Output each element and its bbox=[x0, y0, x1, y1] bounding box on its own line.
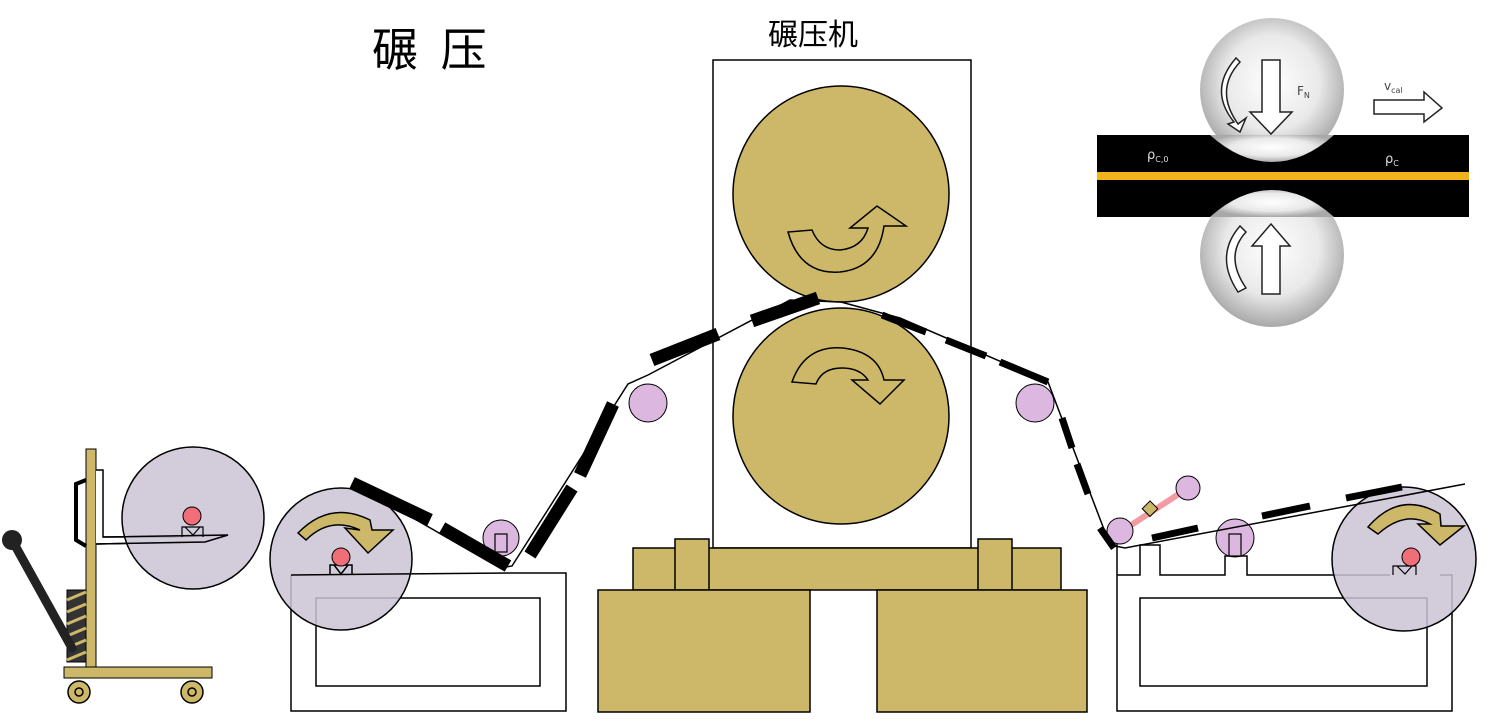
truck-handle-knob bbox=[2, 530, 22, 550]
rewind-rotation-arrow bbox=[1366, 503, 1467, 546]
rewind-table-top bbox=[1117, 544, 1390, 576]
unwind-rotation-arrow bbox=[296, 511, 395, 555]
unwind-station bbox=[269, 487, 567, 712]
machine-post-right bbox=[977, 538, 1013, 591]
inset-lower-roller-cap bbox=[1210, 190, 1334, 217]
inset-force-label: FN bbox=[1297, 84, 1310, 100]
inset-density-out-label: ρC bbox=[1385, 152, 1399, 168]
coating-segment bbox=[349, 477, 433, 526]
coating-segment bbox=[438, 522, 512, 572]
coating-segment bbox=[1097, 525, 1117, 551]
unwind-table-outer bbox=[290, 572, 567, 712]
tension-arm-pivot bbox=[1141, 500, 1159, 518]
truck-wheel-right bbox=[180, 680, 204, 704]
lower-roller-rotation-arrow bbox=[790, 347, 906, 406]
tension-roller-top bbox=[1175, 475, 1201, 501]
rewind-axle bbox=[1401, 547, 1421, 567]
guide-roller-left-low-mount bbox=[494, 533, 508, 553]
truck-wheel-left-hub bbox=[74, 687, 84, 697]
truck-base bbox=[63, 666, 213, 679]
inset-upper-rotation-arrow bbox=[1220, 56, 1248, 134]
truck-fork-front bbox=[95, 534, 229, 545]
rewind-station bbox=[1106, 475, 1477, 712]
truck-wheel-right-hub bbox=[187, 687, 197, 697]
truck-handle bbox=[7, 535, 77, 653]
inset-force-arrow bbox=[1248, 59, 1294, 136]
inset-speed-arrow bbox=[1373, 90, 1444, 124]
machine-foot-right bbox=[876, 589, 1088, 713]
truck-chain bbox=[74, 478, 88, 548]
unwind-axle bbox=[331, 547, 351, 567]
inset-lower-force-arrow bbox=[1250, 222, 1292, 295]
coating-segment bbox=[1073, 462, 1092, 496]
coating-segment bbox=[880, 311, 928, 336]
machine-post-left bbox=[674, 538, 710, 591]
unwind-table-top-line bbox=[290, 572, 513, 576]
truck-wheel-left bbox=[67, 680, 91, 704]
inset-speed-label: vcal bbox=[1384, 79, 1403, 95]
machine-foot-left bbox=[597, 589, 811, 713]
inset-density-in-label: ρC,0 bbox=[1147, 148, 1168, 164]
truck-spring-hatch bbox=[66, 590, 87, 662]
guide-roller-right-high bbox=[1015, 383, 1055, 423]
rewind-v-block bbox=[1392, 565, 1417, 575]
coating-segment bbox=[1261, 502, 1311, 520]
coating-segment bbox=[1151, 524, 1199, 542]
coating-segment bbox=[649, 327, 721, 367]
rewind-table-inner bbox=[1139, 597, 1428, 687]
lower-calender-roller bbox=[732, 307, 950, 525]
unwind-table-inner bbox=[315, 597, 541, 687]
calendering-inset: FN vcal ρC,0 ρC bbox=[1097, 18, 1469, 327]
rewind-guide-roller-mount bbox=[1228, 533, 1242, 557]
calender-machine-label: 碾压机 bbox=[768, 18, 858, 53]
truck-mast bbox=[85, 448, 97, 668]
tension-roller-bottom bbox=[1106, 517, 1134, 545]
coating-segment bbox=[524, 484, 578, 559]
upper-roller-rotation-arrow bbox=[787, 205, 909, 273]
inset-current-collector bbox=[1097, 172, 1469, 180]
inset-lower-rotation-arrow bbox=[1225, 224, 1248, 293]
truck-reel-v-block bbox=[181, 526, 204, 537]
inset-upper-roller-cap bbox=[1210, 135, 1334, 162]
coating-segment bbox=[998, 358, 1050, 386]
coating-segment bbox=[1345, 483, 1403, 502]
coating-segment bbox=[944, 336, 988, 360]
calender-machine bbox=[597, 59, 1088, 713]
page-title: 碾 压 bbox=[372, 23, 491, 77]
electrode-web bbox=[349, 291, 1466, 572]
coating-segment bbox=[1058, 416, 1076, 450]
coating-segment bbox=[574, 401, 619, 478]
guide-roller-left-high bbox=[628, 383, 668, 423]
coating-segment bbox=[749, 291, 821, 328]
hand-truck bbox=[2, 446, 265, 704]
truck-reel-axle bbox=[182, 506, 202, 526]
